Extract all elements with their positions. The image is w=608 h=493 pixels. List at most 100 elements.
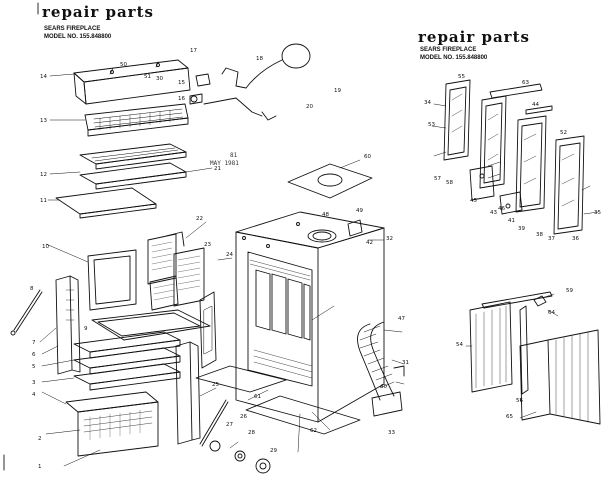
callout-46: 46 <box>498 206 505 212</box>
callout-48: 48 <box>322 212 329 218</box>
callout-12: 12 <box>40 172 47 178</box>
crop-marks <box>3 2 39 471</box>
callout-20: 20 <box>306 104 313 110</box>
hearth-floor-part <box>91 309 211 341</box>
refractory-panels-part <box>147 231 205 311</box>
poker-tool-part <box>10 289 43 336</box>
callout-45: 45 <box>470 198 477 204</box>
screen-curtain-part <box>469 291 601 425</box>
callout-42: 42 <box>366 240 373 246</box>
right-subtitle-line1: SEARS FIREPLACE <box>420 47 477 53</box>
callout-1: 1 <box>38 464 42 470</box>
callout-53: 53 <box>428 122 435 128</box>
callout-62: 62 <box>310 428 317 434</box>
callout-2: 2 <box>38 436 42 442</box>
top-grille-part <box>84 103 189 137</box>
callout-30: 30 <box>156 76 163 82</box>
callout-57: 57 <box>434 176 441 182</box>
callout-37: 37 <box>548 236 555 242</box>
callout-59: 59 <box>566 288 573 294</box>
callout-60: 60 <box>364 154 371 160</box>
callout-41: 41 <box>508 218 515 224</box>
callout-34: 34 <box>424 100 431 106</box>
callout-4: 4 <box>32 392 36 398</box>
callout-55: 55 <box>458 74 465 80</box>
callout-14: 14 <box>40 74 47 80</box>
callout-29: 29 <box>270 448 277 454</box>
callout-38: 38 <box>536 232 543 238</box>
callout-35: 35 <box>594 210 601 216</box>
callout-9: 9 <box>84 326 88 332</box>
callout-27: 27 <box>226 422 233 428</box>
right-post-part <box>175 341 201 445</box>
callout-65: 65 <box>506 414 513 420</box>
callout-15: 15 <box>178 80 185 86</box>
callout-26: 26 <box>240 414 247 420</box>
callout-50: 50 <box>120 62 127 68</box>
callout-39: 39 <box>518 226 525 232</box>
callout-32: 32 <box>386 236 393 242</box>
damper-linkage-part <box>189 43 311 121</box>
right-title: repair parts <box>418 28 530 46</box>
stamp-line-1: 81 <box>230 152 238 159</box>
callout-5: 5 <box>32 364 36 370</box>
callout-11: 11 <box>40 198 47 204</box>
callout-64: 64 <box>548 310 555 316</box>
callout-18: 18 <box>256 56 263 62</box>
left-door-part <box>87 249 137 311</box>
callout-21: 21 <box>214 166 221 172</box>
callout-56: 56 <box>516 398 523 404</box>
callout-58: 58 <box>446 180 453 186</box>
callout-52: 52 <box>560 130 567 136</box>
flue-collar-part <box>287 163 373 199</box>
callout-7: 7 <box>32 340 36 346</box>
callout-63: 63 <box>522 80 529 86</box>
lower-bar-part <box>55 187 157 219</box>
callout-13: 13 <box>40 118 47 124</box>
upper-shelf-part <box>79 143 187 170</box>
callout-8: 8 <box>30 286 34 292</box>
left-subtitle-line1: SEARS FIREPLACE <box>44 26 101 32</box>
callout-54: 54 <box>456 342 463 348</box>
callout-16: 16 <box>178 96 185 102</box>
left-subtitle-line2: MODEL NO. 155.848800 <box>44 34 112 40</box>
callout-61: 61 <box>254 394 261 400</box>
callout-6: 6 <box>32 352 36 358</box>
left-post-part <box>55 275 81 375</box>
top-hood-part <box>73 59 191 105</box>
leader-lines <box>39 73 599 467</box>
callout-17: 17 <box>190 48 197 54</box>
glass-door-set-part <box>443 79 585 235</box>
callout-24: 24 <box>226 252 233 258</box>
callout-43: 43 <box>490 210 497 216</box>
callout-28: 28 <box>248 430 255 436</box>
callout-36: 36 <box>572 236 579 242</box>
callout-40: 40 <box>380 384 387 390</box>
small-hardware-part <box>199 399 271 474</box>
hearth-strips-part <box>195 365 361 435</box>
side-panel-part <box>199 291 217 369</box>
callout-33: 33 <box>388 430 395 436</box>
callout-22: 22 <box>196 216 203 222</box>
fireplace-body-part <box>235 211 385 423</box>
callout-31: 31 <box>402 360 409 366</box>
callout-labels: 1 2 3 4 5 6 7 8 9 10 11 12 13 14 15 16 1… <box>30 48 601 470</box>
left-title: repair parts <box>42 3 154 21</box>
callout-44: 44 <box>532 102 539 108</box>
callout-25: 25 <box>212 382 219 388</box>
callout-47: 47 <box>398 316 405 322</box>
flex-duct-part <box>357 321 405 417</box>
right-subtitle-line2: MODEL NO. 155.848800 <box>420 55 488 61</box>
callout-49: 49 <box>356 208 363 214</box>
callout-10: 10 <box>42 244 49 250</box>
stamp-line-2: MAY 1981 <box>210 160 239 167</box>
date-stamp: 81 MAY 1981 <box>210 152 239 167</box>
callout-3: 3 <box>32 380 36 386</box>
callout-19: 19 <box>334 88 341 94</box>
callout-51: 51 <box>144 74 151 80</box>
callout-23: 23 <box>204 242 211 248</box>
base-grille-part <box>65 391 159 457</box>
stacked-shelves-part <box>73 331 181 391</box>
